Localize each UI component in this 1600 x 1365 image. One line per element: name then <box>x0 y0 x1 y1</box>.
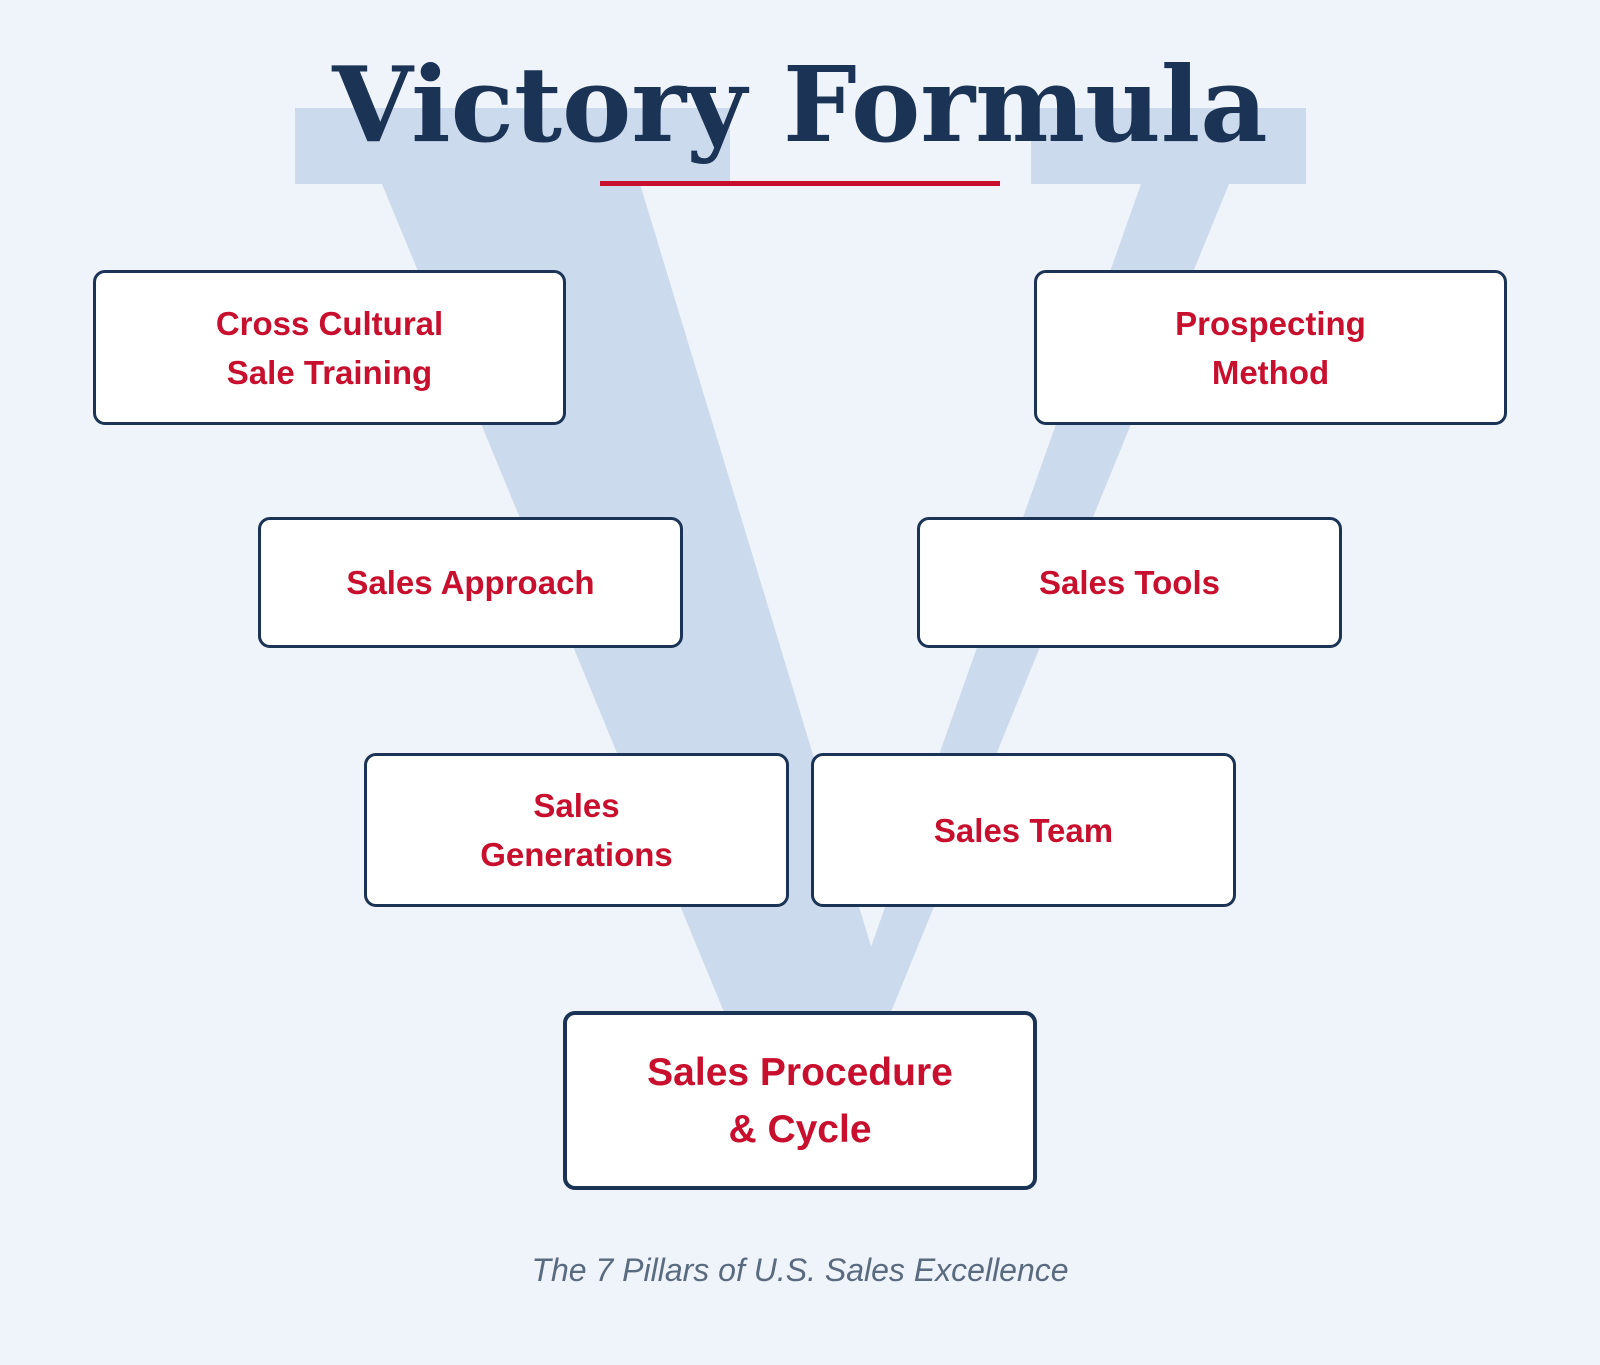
pillar-sales-procedure-cycle: Sales Procedure & Cycle <box>563 1011 1037 1190</box>
pillar-sales-approach: Sales Approach <box>258 517 683 648</box>
subtitle: The 7 Pillars of U.S. Sales Excellence <box>531 1252 1069 1288</box>
title-underline <box>600 181 1000 186</box>
pillar-sales-team: Sales Team <box>811 753 1236 907</box>
pillar-sales-generations: Sales Generations <box>364 753 789 907</box>
pillar-prospecting-method: Prospecting Method <box>1034 270 1507 425</box>
pillar-sales-tools: Sales Tools <box>917 517 1342 648</box>
page-title: Victory Formula <box>332 43 1268 166</box>
v-right-serif <box>1031 108 1306 184</box>
pillar-cross-cultural-sale-training: Cross Cultural Sale Training <box>93 270 566 425</box>
v-left-serif <box>295 108 730 184</box>
